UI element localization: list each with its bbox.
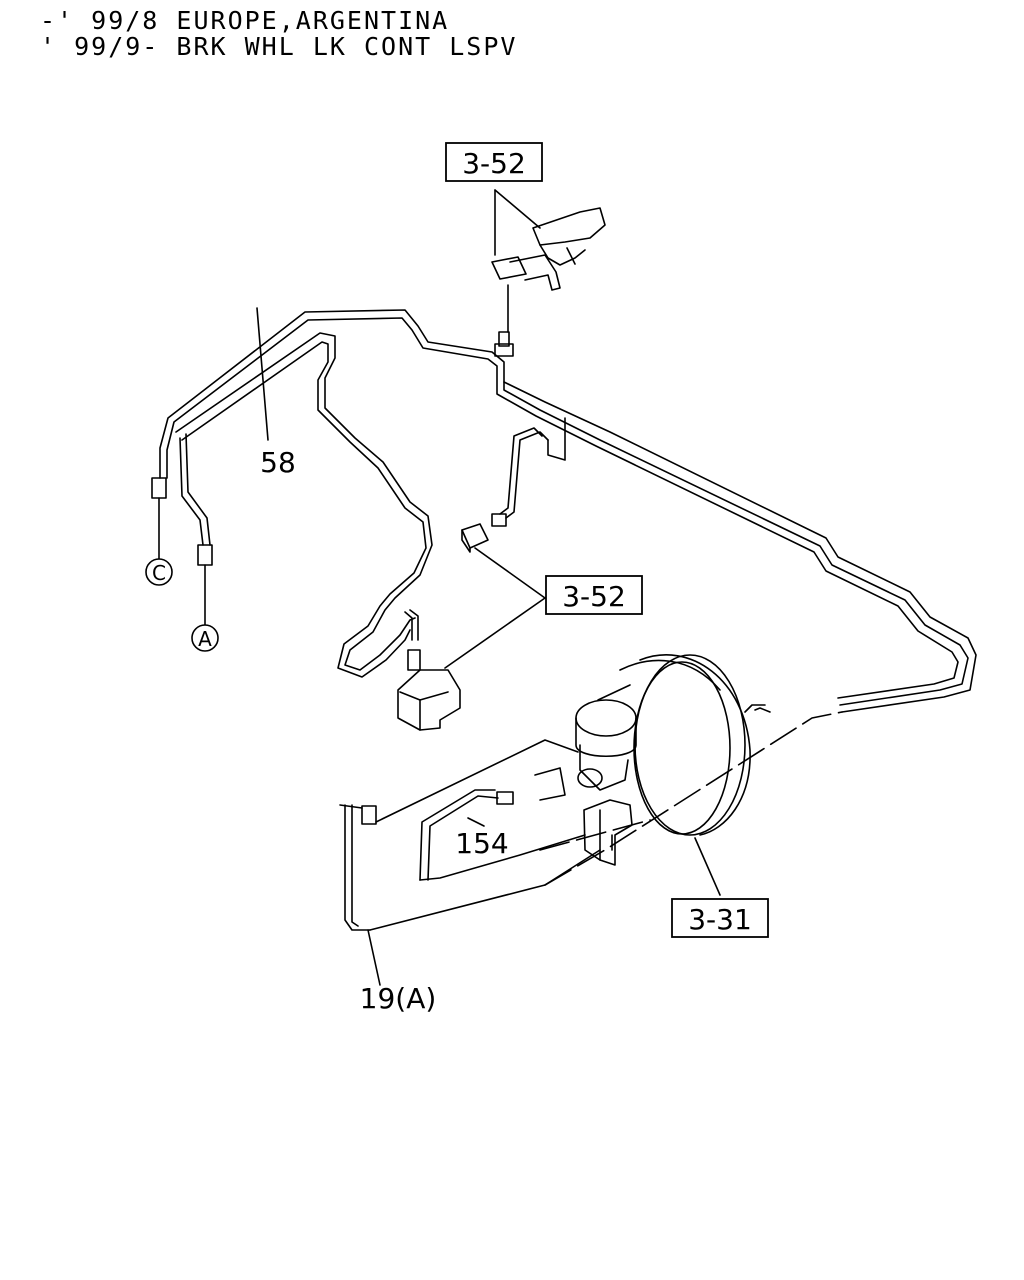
connector-c-text: C bbox=[152, 561, 166, 585]
part-number-19a: 19(A) bbox=[360, 982, 437, 1015]
callout-box-3-31: 3-31 bbox=[671, 898, 769, 938]
callout-3-52-mid-text: 3-52 bbox=[562, 580, 626, 613]
leader-lines bbox=[256, 307, 771, 986]
fitting-a bbox=[197, 544, 213, 626]
connector-marker-a: A bbox=[191, 624, 219, 652]
connector-a-text: A bbox=[198, 627, 212, 651]
fitting-top bbox=[494, 284, 514, 357]
brake-pipe-58 bbox=[159, 309, 977, 713]
callout-box-3-52-mid: 3-52 bbox=[545, 575, 643, 615]
part-number-58: 58 bbox=[260, 446, 296, 479]
lspv-valve bbox=[461, 417, 566, 599]
callout-3-31-text: 3-31 bbox=[688, 903, 752, 936]
bracket-3-52-top bbox=[491, 189, 606, 291]
lspv-bracket-bottom bbox=[397, 597, 546, 731]
pipe-continuation bbox=[539, 711, 843, 886]
master-cylinder bbox=[575, 699, 637, 866]
brake-pipe-154 bbox=[419, 789, 586, 881]
header-line-2: ' 99/9- BRK WHL LK CONT LSPV bbox=[40, 32, 518, 61]
fitting-c bbox=[151, 477, 167, 561]
callout-box-3-52-top: 3-52 bbox=[445, 142, 543, 182]
callout-3-52-top-text: 3-52 bbox=[462, 147, 526, 180]
header-line-1: -' 99/8 EUROPE,ARGENTINA bbox=[40, 6, 450, 35]
part-number-154: 154 bbox=[455, 827, 508, 860]
connector-marker-c: C bbox=[145, 558, 173, 586]
brake-booster bbox=[597, 654, 751, 836]
